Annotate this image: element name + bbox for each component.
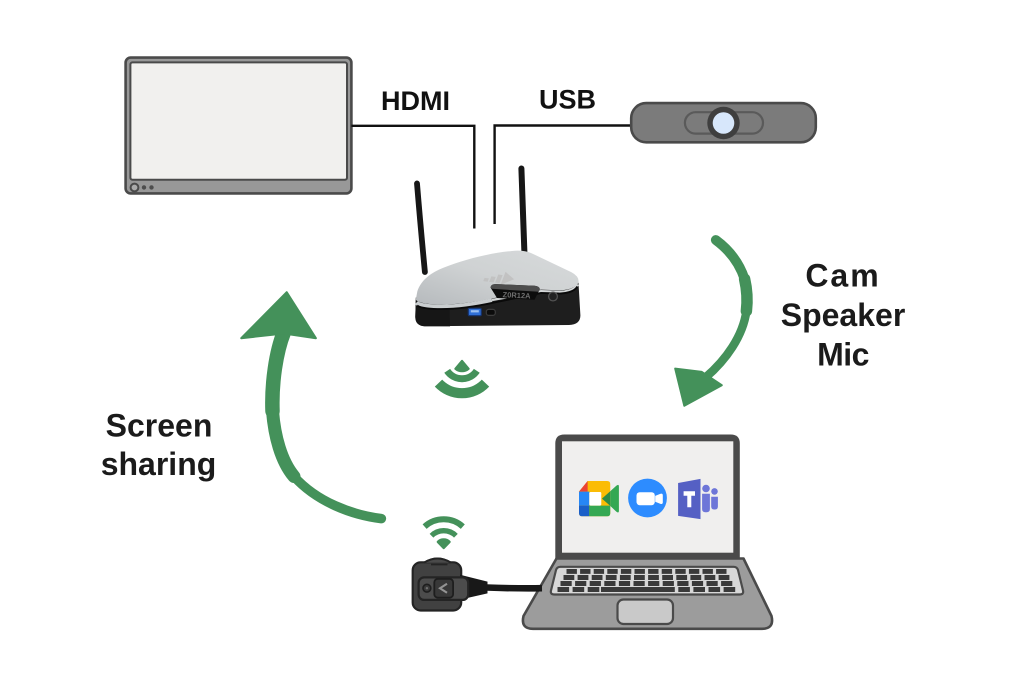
svg-text:Z0R12A: Z0R12A xyxy=(502,290,531,300)
svg-text:Mic: Mic xyxy=(817,337,869,373)
svg-text:HDMI: HDMI xyxy=(381,86,450,116)
svg-text:sharing: sharing xyxy=(101,446,217,482)
svg-text:Cam: Cam xyxy=(805,258,880,294)
svg-text:Screen: Screen xyxy=(106,408,213,444)
svg-text:Speaker: Speaker xyxy=(781,297,906,333)
svg-text:USB: USB xyxy=(539,85,596,115)
